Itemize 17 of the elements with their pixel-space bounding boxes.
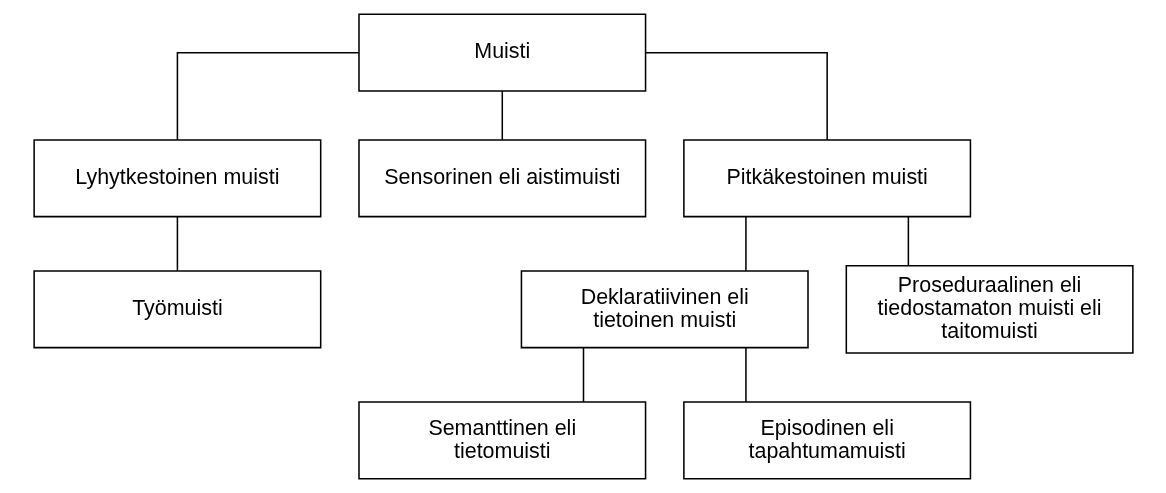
node-box: Episodinen eli tapahtumamuisti [682,401,971,480]
node-box: Deklaratiivinen eli tietoinen muisti [520,270,809,349]
node-box: Proseduraalinen eli tiedostamaton muisti eli taitomuisti [845,264,1134,354]
connector [501,90,503,141]
connector [744,216,747,272]
connector [644,51,828,141]
node-box: Muisti [357,13,646,92]
connector [176,51,360,141]
node-box: Semanttinen eli tietomuisti [357,401,646,480]
connector [907,216,909,267]
node-box: Työmuisti [32,270,321,349]
connector [176,216,178,272]
connector [744,347,747,403]
node-box: Sensorinen eli aistimuisti [357,139,646,218]
node-box: Lyhytkestoinen muisti [32,139,321,218]
node-box: Pitkäkestoinen muisti [682,139,971,218]
connector [582,347,584,403]
